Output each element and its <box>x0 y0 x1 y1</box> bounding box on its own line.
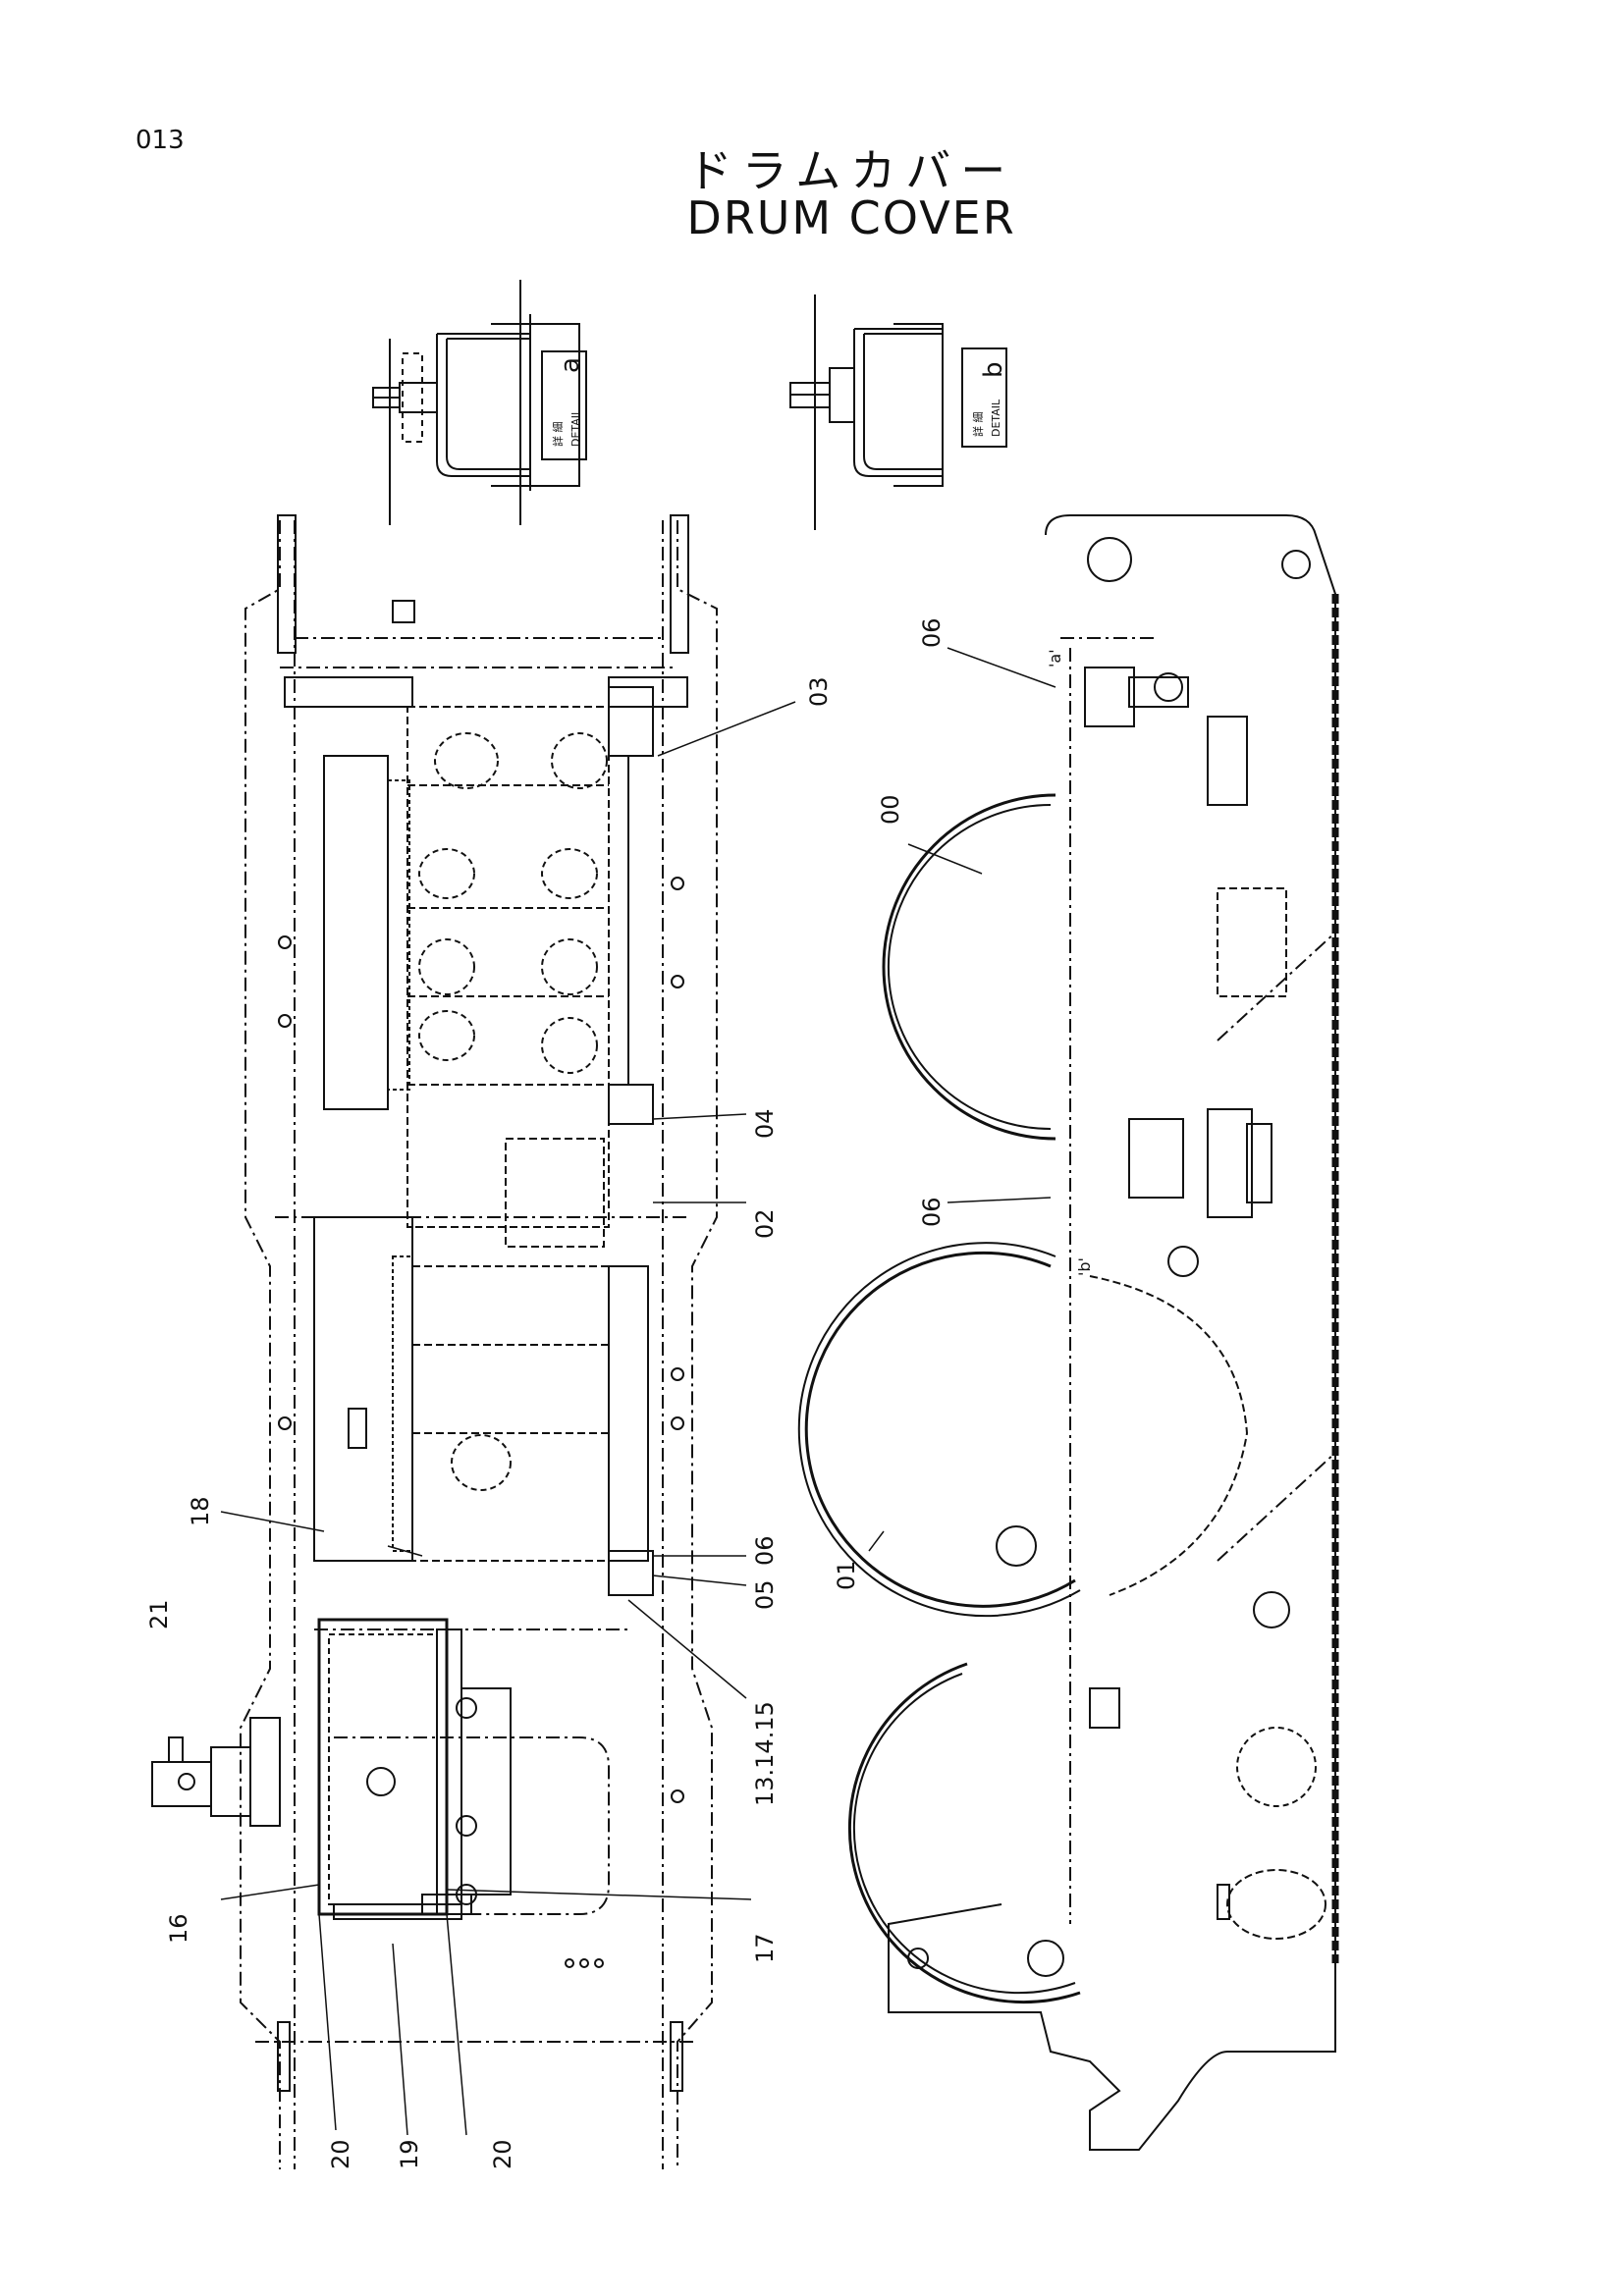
detail-a-jp: 詳 細 <box>551 422 565 448</box>
drum-cover-lower <box>317 1618 512 1920</box>
title-japanese: ドラムカバー <box>686 144 1016 197</box>
callouts: 03 04 02 06 05 18 21 13.14.15 16 17 20 1… <box>145 617 946 2169</box>
detail-a-letter: a <box>556 357 585 373</box>
detail-a <box>372 280 580 525</box>
detail-b-jp: 詳 細 <box>971 412 985 438</box>
callout-01: 01 <box>833 1560 860 1590</box>
view-mark-b: 'b' <box>1075 1257 1094 1276</box>
callout-19: 19 <box>396 2139 423 2169</box>
plan-view-posts <box>277 514 689 2092</box>
leader-lines <box>220 647 1056 2136</box>
callout-18: 18 <box>187 1496 214 1526</box>
callout-00: 00 <box>877 794 904 825</box>
callout-13-14-15: 13.14.15 <box>751 1701 779 1806</box>
drum-cover-middle <box>313 1216 654 1596</box>
drum-middle <box>797 1242 1249 1618</box>
detail-a-label: 詳 細 DETAIL a <box>541 350 587 460</box>
drum-upper <box>882 793 1056 1141</box>
callout-05: 05 <box>751 1579 779 1610</box>
callout-16: 16 <box>165 1913 192 1944</box>
detail-b-letter: b <box>979 361 1008 378</box>
detail-b-label: 詳 細 DETAIL b <box>961 347 1008 448</box>
view-marks: 'a' 'b' <box>1046 649 1094 1276</box>
callout-04: 04 <box>751 1108 779 1139</box>
callout-20-left: 20 <box>327 2139 354 2169</box>
detail-b <box>789 294 944 530</box>
callout-21: 21 <box>145 1599 173 1629</box>
side-motor <box>151 1717 281 1827</box>
plan-view-frame <box>240 520 718 2169</box>
detail-a-word: DETAIL <box>569 408 582 447</box>
callout-17: 17 <box>751 1933 779 1963</box>
callout-03: 03 <box>805 676 833 707</box>
callout-06-left: 06 <box>751 1535 779 1566</box>
callout-06-mid: 06 <box>918 1197 946 1227</box>
title-english: DRUM COVER <box>686 191 1016 244</box>
callout-06-top: 06 <box>918 617 946 648</box>
side-view-frame <box>888 514 1339 2151</box>
drum-lower <box>847 1662 1081 2004</box>
plan-view-bolts <box>278 877 684 1968</box>
callout-02: 02 <box>751 1208 779 1239</box>
detail-b-word: DETAIL <box>990 399 1002 437</box>
page-number: 013 <box>135 126 185 155</box>
side-view-components <box>996 667 1336 1940</box>
drum-cover-upper <box>323 686 654 1248</box>
callout-20-right: 20 <box>489 2139 516 2169</box>
view-mark-a: 'a' <box>1046 649 1064 667</box>
